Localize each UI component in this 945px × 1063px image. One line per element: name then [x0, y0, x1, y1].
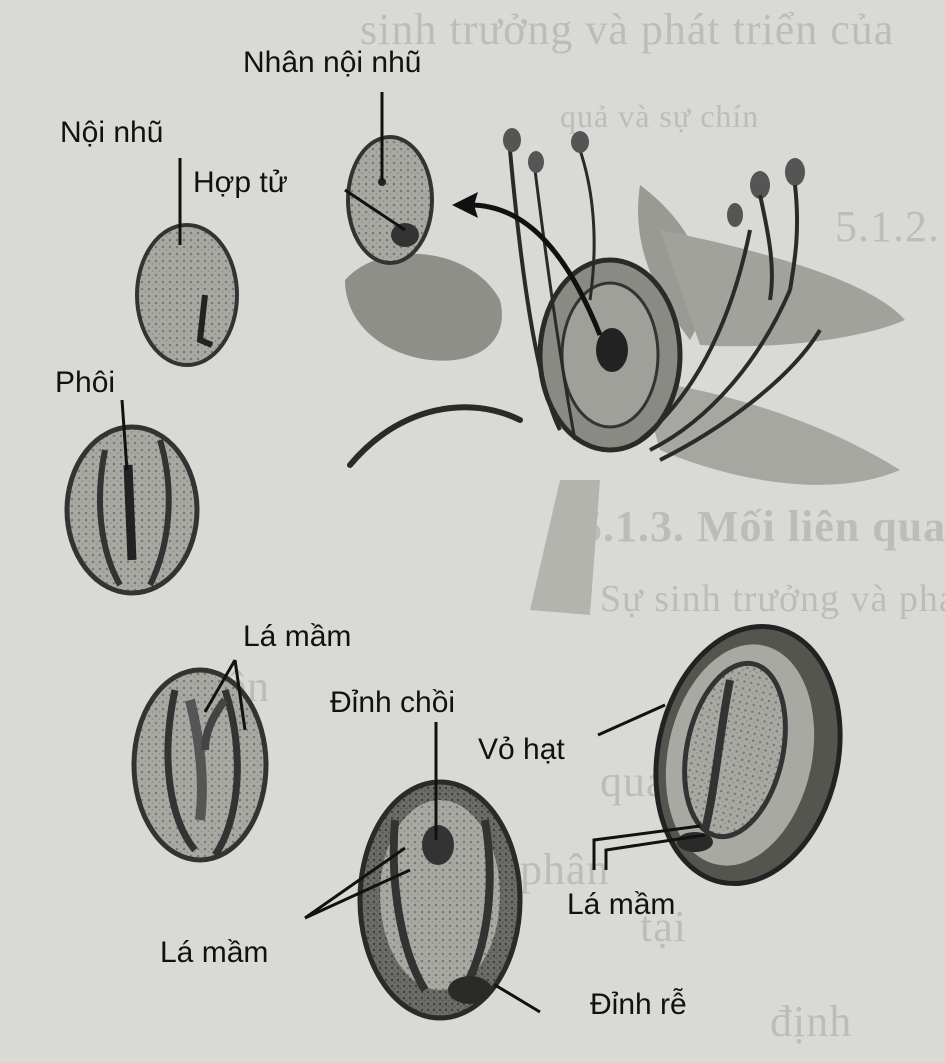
anther [727, 203, 743, 227]
petal-left [345, 254, 502, 361]
anther [571, 131, 589, 153]
label-dinh-re: Đỉnh rễ [590, 990, 687, 1020]
flower-stem [530, 480, 600, 615]
seed-mature-section [360, 782, 520, 1018]
label-hop-tu: Hợp tử [193, 168, 288, 198]
label-la-mam-right: Lá mầm [567, 890, 675, 920]
petal-right [660, 230, 905, 346]
sepal [350, 407, 520, 465]
seed-cotyledon-stage [134, 670, 266, 860]
zygote [391, 223, 419, 247]
label-vo-hat: Vỏ hạt [478, 735, 565, 765]
label-nhan-noi-nhu: Nhân nội nhũ [243, 48, 421, 78]
seed-endosperm-stage [137, 225, 237, 365]
label-phoi: Phôi [55, 368, 115, 398]
seed-embryo-stage [67, 427, 197, 593]
root-tip [448, 976, 492, 1004]
leader-dinh-re [495, 985, 540, 1012]
label-la-mam-bottom: Lá mầm [160, 938, 268, 968]
anther [750, 171, 770, 199]
anther [528, 151, 544, 173]
label-dinh-choi: Đỉnh chồi [330, 688, 455, 718]
embryo [128, 465, 132, 560]
label-la-mam-top: Lá mầm [243, 622, 351, 652]
anther [503, 128, 521, 152]
anther [785, 158, 805, 186]
shoot-tip [422, 825, 454, 865]
leader-vo-hat [598, 705, 665, 735]
label-noi-nhu: Nội nhũ [60, 118, 163, 148]
seed-with-coat [633, 609, 863, 901]
